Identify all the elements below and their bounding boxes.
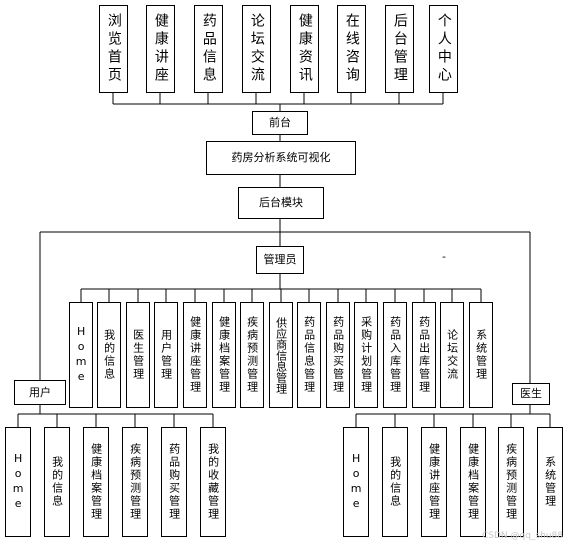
admin-module-drug-info-mgmt: 药品信息管理	[297, 302, 321, 408]
dash-mark: -	[442, 250, 446, 263]
admin-module-forum: 论坛交流	[440, 302, 464, 408]
top-module-backend-admin: 后台管理	[385, 5, 414, 93]
user-module-my-info: 我的信息	[44, 427, 70, 537]
admin-module-system-mgmt: 系统管理	[469, 302, 493, 408]
top-module-health-news: 健康资讯	[290, 5, 319, 93]
user-module-health-record-mgmt: 健康档案管理	[83, 427, 109, 537]
admin-module-user-mgmt: 用户管理	[154, 302, 178, 408]
admin-module-drug-inbound-mgmt: 药品入库管理	[383, 302, 407, 408]
backend-node: 后台模块	[238, 187, 324, 219]
admin-module-procurement-plan-mgmt: 采购计划管理	[354, 302, 378, 408]
top-module-online-consult: 在线咨询	[337, 5, 366, 93]
top-module-browse-home: 浏览首页	[99, 5, 128, 93]
admin-module-health-lecture-mgmt: 健康讲座管理	[183, 302, 207, 408]
front-node: 前台	[252, 111, 308, 135]
doctor-module-my-info: 我的信息	[382, 427, 408, 537]
user-module-favorites-mgmt: 我的收藏管理	[200, 427, 226, 537]
user-module-disease-predict-mgmt: 疾病预测管理	[122, 427, 148, 537]
doctor-module-disease-predict-mgmt: 疾病预测管理	[498, 427, 524, 537]
admin-module-disease-predict-mgmt: 疾病预测管理	[240, 302, 264, 408]
admin-module-my-info: 我的信息	[97, 302, 121, 408]
top-module-health-lecture: 健康讲座	[146, 5, 175, 93]
system-node: 药房分析系统可视化	[206, 141, 356, 175]
doctor-node: 医生	[512, 383, 550, 405]
user-module-drug-purchase-mgmt: 药品购买管理	[161, 427, 187, 537]
doctor-module-health-lecture-mgmt: 健康讲座管理	[421, 427, 447, 537]
doctor-module-home: Home	[343, 427, 369, 537]
top-module-personal-center: 个人中心	[429, 5, 458, 93]
admin-node: 管理员	[256, 246, 304, 274]
doctor-module-system-mgmt: 系统管理	[537, 427, 563, 537]
admin-module-health-record-mgmt: 健康档案管理	[212, 302, 236, 408]
user-node: 用户	[14, 380, 66, 405]
top-module-forum: 论坛交流	[242, 5, 271, 93]
admin-module-drug-outbound-mgmt: 药品出库管理	[412, 302, 436, 408]
user-module-home: Home	[5, 427, 31, 537]
admin-module-drug-purchase-mgmt: 药品购买管理	[326, 302, 350, 408]
admin-module-supplier-info-mgmt: 供应商信息管理	[269, 302, 293, 408]
admin-module-doctor-mgmt: 医生管理	[126, 302, 150, 408]
top-module-drug-info: 药品信息	[194, 5, 223, 93]
admin-module-home: Home	[69, 302, 93, 408]
doctor-module-health-record-mgmt: 健康档案管理	[460, 427, 486, 537]
watermark: CSDN @qq_shu88	[482, 531, 563, 541]
